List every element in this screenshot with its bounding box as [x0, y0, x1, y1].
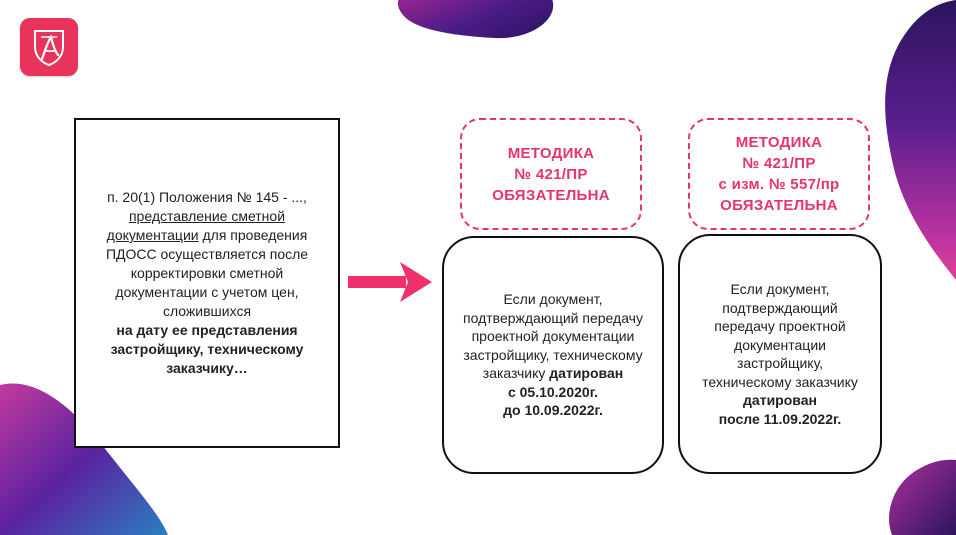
- method-1-condition-text: Если документ, подтверждающий передачу п…: [463, 291, 643, 382]
- method-2-header: МЕТОДИКА № 421/ПР с изм. № 557/пр ОБЯЗАТ…: [688, 118, 870, 230]
- method-1-title: МЕТОДИКА: [507, 144, 595, 162]
- method-1-condition: Если документ, подтверждающий передачу п…: [442, 236, 664, 474]
- method-1-dated: датирован: [549, 365, 624, 382]
- decor-blob-right: [885, 0, 956, 280]
- method-1-number: № 421/ПР: [514, 165, 588, 183]
- decor-blob-bottom-right: [889, 459, 956, 535]
- decor-blob-top: [398, 0, 554, 39]
- method-2-condition-text: Если документ, подтверждающий передачу п…: [702, 281, 858, 390]
- method-1-status: ОБЯЗАТЕЛЬНА: [492, 186, 610, 204]
- regulation-underlined: представление сметной документации: [106, 208, 286, 243]
- method-2-number: № 421/ПР: [742, 155, 816, 172]
- regulation-text: п. 20(1) Положения № 145 - ..., представ…: [86, 188, 328, 378]
- regulation-box: п. 20(1) Положения № 145 - ..., представ…: [74, 118, 340, 448]
- method-2-date-after: после 11.09.2022г.: [718, 410, 842, 427]
- regulation-intro: п. 20(1) Положения № 145 - ...,: [107, 189, 307, 205]
- method-2-dated: датирован: [743, 392, 817, 408]
- brand-logo-icon: [34, 30, 64, 67]
- method-1-header: МЕТОДИКА № 421/ПР ОБЯЗАТЕЛЬНА: [460, 118, 642, 230]
- brand-logo[interactable]: [20, 18, 78, 76]
- regulation-plain: для проведения ПДОСС осуществляется посл…: [105, 227, 309, 319]
- regulation-bold: на дату ее представления застройщику, те…: [110, 322, 304, 376]
- method-2-amendment: с изм. № 557/пр: [718, 176, 840, 193]
- method-2-title: МЕТОДИКА: [735, 134, 823, 151]
- right-arrow-icon: [348, 262, 432, 302]
- method-1-date-to: до 10.09.2022г.: [503, 402, 603, 419]
- method-2-status: ОБЯЗАТЕЛЬНА: [720, 197, 838, 214]
- method-2-condition: Если документ, подтверждающий передачу п…: [678, 234, 882, 474]
- method-1-date-from: с 05.10.2020г.: [507, 383, 599, 400]
